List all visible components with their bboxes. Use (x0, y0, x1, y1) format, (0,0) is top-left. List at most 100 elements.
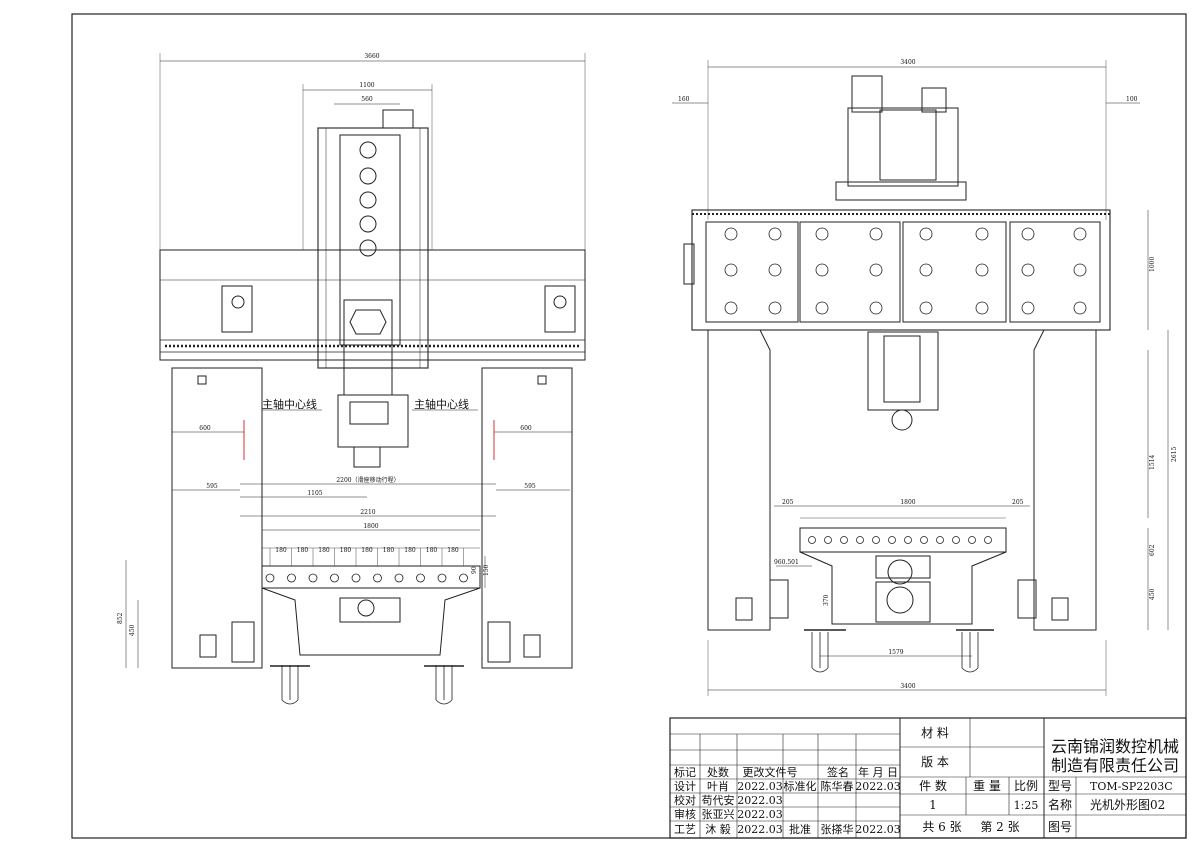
standard-date: 2022.03 (855, 780, 901, 793)
review-name: 张亚兴 (702, 808, 735, 821)
name-value: 光机外形图02 (1090, 798, 1165, 812)
beam-hole (869, 227, 883, 241)
table-slot (936, 536, 944, 544)
beam-hole (975, 263, 989, 277)
dim-side-beam-height: 1000 (1149, 257, 1156, 272)
header-docno: 更改文件号 (743, 765, 798, 779)
table-slot (394, 573, 404, 583)
approve-name: 张搽华 (821, 822, 854, 836)
beam-hole (919, 263, 933, 277)
process-label: 工艺 (674, 823, 696, 836)
scale-value: 1:25 (1014, 799, 1039, 812)
dim-front-table-thk-a: 90 (471, 566, 478, 574)
count-value: 1 (929, 798, 937, 812)
side-view (672, 60, 1169, 696)
slot-pitch-label: 180 (318, 547, 330, 554)
slot-pitch-label: 180 (297, 547, 309, 554)
table-slot (856, 536, 864, 544)
table-slot (920, 536, 928, 544)
slot-pitch-label: 180 (404, 547, 416, 554)
beam-hole (815, 263, 829, 277)
dim-front-col-offset-right: 600 (520, 425, 532, 432)
slot-pitch-label: 180 (361, 547, 373, 554)
dim-side-table-width: 1800 (900, 499, 915, 506)
dim-front-overall: 3660 (364, 53, 379, 60)
sheet-border (71, 13, 1187, 839)
standard-name: 陈华春 (821, 779, 854, 793)
table-slot (287, 573, 296, 583)
beam-hole (815, 301, 829, 315)
table-slot (872, 536, 880, 544)
dim-side-left-ext: 160 (678, 96, 690, 103)
company-name-line2: 制造有限责任公司 (1051, 756, 1179, 775)
beam-hole (975, 301, 989, 315)
table-slot (373, 573, 382, 583)
dim-front-height-total: 852 (117, 612, 124, 624)
dim-front-crossbeam: 1100 (359, 82, 374, 89)
table-slot (968, 536, 976, 544)
dim-front-travel: 2200（滑座移动行程） (336, 476, 399, 484)
table-slot (330, 573, 339, 583)
beam-hole (724, 227, 738, 241)
dim-side-height-total: 2615 (1171, 447, 1178, 462)
model-value: TOM-SP2203C (1090, 780, 1173, 793)
table-slot (459, 573, 468, 583)
title-block (669, 717, 1187, 839)
slot-pitch-label: 180 (340, 547, 352, 554)
table-slot (824, 536, 832, 544)
dim-front-col-gap-left: 595 (206, 483, 218, 490)
model-label: 型号 (1048, 779, 1072, 793)
beam-hole (919, 227, 933, 241)
version-label: 版 本 (921, 755, 949, 769)
dim-front-height-base: 450 (129, 624, 136, 636)
beam-hole (1021, 301, 1035, 315)
table-slot (888, 536, 896, 544)
table-slot (416, 573, 425, 583)
weight-label: 重 量 (973, 779, 1001, 793)
table-slot (308, 573, 318, 583)
side-table-slots (808, 536, 992, 544)
dim-front-inner: 2210 (360, 509, 375, 516)
count-label: 件 数 (919, 778, 947, 793)
beam-hole (869, 301, 883, 315)
dim-front-col-gap-right: 595 (524, 483, 536, 490)
process-name: 沐 毅 (705, 822, 731, 836)
beam-hole (724, 263, 738, 277)
review-date: 2022.03 (737, 808, 783, 821)
front-view (125, 53, 586, 705)
standard-label: 标准化 (784, 779, 817, 793)
scale-label: 比例 (1014, 779, 1038, 793)
header-count: 处数 (707, 766, 729, 779)
beam-hole (975, 227, 989, 241)
table-slot (265, 573, 275, 583)
dim-side-rail: 960.501 (774, 559, 799, 566)
beam-hole (1073, 263, 1087, 277)
table-slot (984, 536, 992, 544)
side-beam-holes (724, 227, 1087, 315)
slot-pitch-label: 180 (383, 547, 395, 554)
dim-front-table-thk-b: 150 (483, 564, 490, 576)
beam-hole (768, 227, 782, 241)
header-sign: 签名 (827, 765, 849, 779)
dim-side-overall-top: 3400 (900, 59, 915, 66)
header-mark: 标记 (674, 765, 696, 779)
dim-front-half-travel: 1105 (307, 490, 322, 497)
review-label: 审核 (674, 807, 696, 821)
spindle-center-label-left: 主轴中心线 (262, 397, 317, 411)
name-label: 名称 (1048, 797, 1072, 812)
sheet-total: 共 6 张 (922, 820, 961, 834)
drawing-number-label: 图号 (1048, 820, 1072, 834)
table-slot (351, 573, 361, 583)
design-name: 叶肖 (707, 779, 729, 793)
check-name: 苟代安 (702, 793, 735, 807)
header-date: 年 月 日 (858, 765, 898, 779)
beam-hole (724, 301, 738, 315)
beam-hole (768, 301, 782, 315)
dim-side-height-mid: 1514 (1149, 455, 1156, 470)
beam-hole (919, 301, 933, 315)
dim-side-right-ext: 100 (1126, 96, 1138, 103)
sheet-number: 第 2 张 (980, 820, 1019, 834)
beam-hole (1073, 227, 1087, 241)
